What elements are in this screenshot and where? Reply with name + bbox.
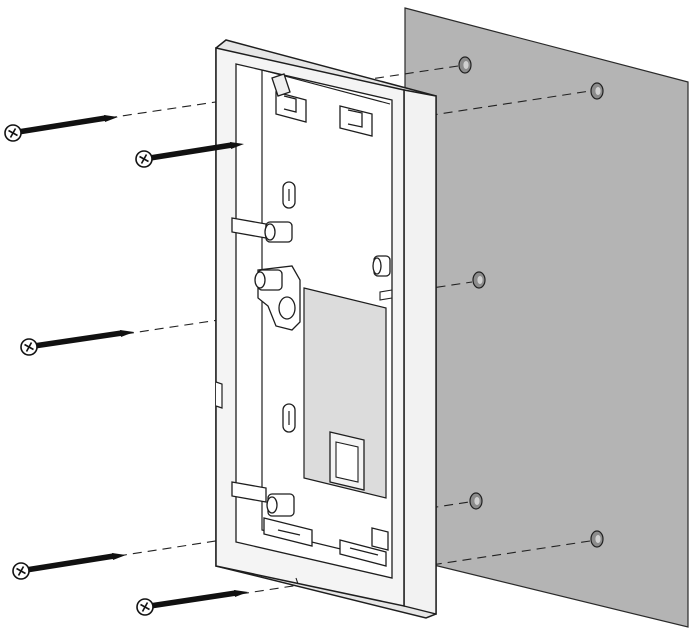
wall-hole-icon	[472, 271, 486, 289]
side-tab-lower	[231, 481, 267, 503]
bottom-clip-right	[339, 527, 389, 567]
upper-post	[264, 221, 293, 243]
screw-icon	[136, 590, 248, 616]
wall-hole-icon	[458, 56, 472, 74]
top-clip-left	[271, 73, 307, 123]
bottom-clip-left	[263, 517, 313, 547]
screw-icon	[12, 553, 126, 580]
screw-icon	[20, 330, 134, 356]
wall-hole-icon	[469, 492, 483, 510]
box-edge-notch	[215, 381, 223, 409]
screws	[4, 115, 248, 616]
label-pad	[303, 287, 387, 499]
wall-hole-icon	[590, 530, 604, 548]
lower-post	[266, 493, 295, 517]
top-clip-right	[339, 105, 373, 137]
wall-holes	[458, 56, 604, 548]
mounting-box	[215, 39, 437, 619]
screw-icon	[135, 142, 244, 168]
right-post	[372, 255, 391, 277]
screw-icon	[4, 115, 118, 142]
box-side-right	[403, 89, 437, 615]
wall-hole-icon	[590, 82, 604, 100]
center-boss	[254, 265, 301, 331]
wall-plate	[404, 7, 689, 628]
